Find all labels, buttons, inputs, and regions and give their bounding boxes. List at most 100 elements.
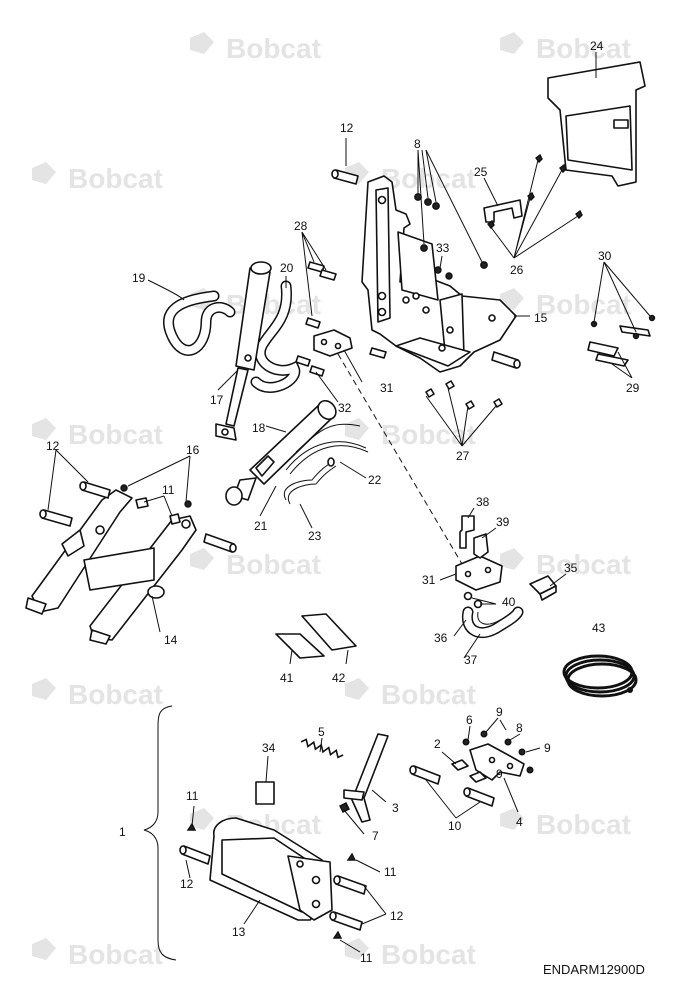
watermark-logo: Bobcat: [32, 938, 163, 970]
callout-17: 17: [210, 393, 224, 407]
part-36-37-hoses: [461, 606, 524, 638]
svg-text:Bobcat: Bobcat: [536, 809, 631, 840]
part-23-hose: [283, 457, 337, 505]
callout-9: 9: [496, 705, 503, 719]
part-27-screws: [425, 380, 503, 410]
part-10-pins: [409, 765, 495, 807]
part-12-pins-lower: [179, 845, 367, 931]
part-12-pins-left: [39, 481, 237, 553]
callout-33: 33: [436, 241, 450, 255]
callout-10: 10: [448, 819, 462, 833]
callout-12: 12: [46, 439, 60, 453]
part-5-spring: [300, 738, 344, 759]
dashed-reference-line: [337, 353, 463, 565]
watermark-logo: Bobcat: [345, 678, 476, 710]
svg-text:Bobcat: Bobcat: [381, 419, 476, 450]
part-40-washers: [463, 591, 483, 609]
assembly-1-brace: [143, 705, 177, 961]
callout-27: 27: [456, 449, 470, 463]
part-12-pin-top: [331, 169, 359, 185]
callout-11: 11: [360, 951, 373, 965]
part-28-bolts: [305, 261, 337, 329]
callout-25: 25: [474, 165, 488, 179]
callout-35: 35: [564, 561, 578, 575]
part-15-mount-frame: [361, 175, 517, 373]
leader-lines: [47, 52, 651, 953]
callout-28: 28: [294, 219, 308, 233]
callout-19: 19: [132, 271, 146, 285]
part-19-hose: [163, 290, 236, 356]
svg-text:Bobcat: Bobcat: [381, 679, 476, 710]
watermark-logo: Bobcat: [32, 418, 163, 450]
callout-12: 12: [180, 877, 194, 891]
callout-18: 18: [252, 421, 266, 435]
part-3-lever: [343, 733, 389, 823]
svg-text:Bobcat: Bobcat: [226, 33, 321, 64]
part-bolts-31: [295, 347, 387, 377]
callout-14: 14: [164, 633, 178, 647]
part-11-fittings: [135, 497, 181, 525]
part-20-hose: [250, 280, 301, 393]
callout-36: 36: [434, 631, 448, 645]
svg-text:Bobcat: Bobcat: [68, 679, 163, 710]
part-33-nut: [434, 266, 442, 274]
watermark-logo: Bobcat: [500, 548, 631, 580]
callout-11: 11: [162, 483, 175, 497]
callout-32: 32: [338, 401, 352, 415]
callout-40: 40: [502, 595, 516, 609]
callout-11: 11: [384, 865, 397, 879]
callout-7: 7: [372, 829, 379, 843]
part-41-strip: [275, 633, 325, 659]
part-35-block: [529, 575, 557, 601]
callout-11: 11: [186, 789, 199, 803]
part-17-cylinder: [215, 261, 272, 441]
callout-26: 26: [510, 263, 524, 277]
part-7-screw: [339, 802, 350, 813]
watermark-logo: Bobcat: [345, 418, 476, 450]
callout-38: 38: [476, 495, 490, 509]
callout-labels: 1 2 3 4 5 6 7 8 8 9 9 9 10 11 11 11 11 1…: [46, 39, 640, 965]
callout-39: 39: [496, 515, 510, 529]
svg-text:Bobcat: Bobcat: [536, 549, 631, 580]
callout-9: 9: [544, 741, 551, 755]
part-31-plate-upper: [313, 329, 353, 357]
part-6-9-8-hardware: [462, 730, 534, 774]
callout-4: 4: [516, 815, 523, 829]
watermark-logo: Bobcat: [190, 548, 321, 580]
callout-8: 8: [516, 721, 523, 735]
svg-text:Bobcat: Bobcat: [68, 419, 163, 450]
callout-34: 34: [262, 741, 276, 755]
watermark-logo: Bobcat: [345, 162, 476, 194]
svg-text:Bobcat: Bobcat: [536, 289, 631, 320]
watermark-logo: Bobcat: [32, 162, 163, 194]
part-31-plate-lower: [455, 555, 503, 591]
svg-text:Bobcat: Bobcat: [381, 163, 476, 194]
part-38-fitting: [459, 515, 475, 549]
part-11-grease-fittings: [186, 822, 357, 939]
part-8-nuts: [414, 193, 488, 269]
callout-8: 8: [414, 137, 421, 151]
callout-15: 15: [534, 311, 548, 325]
callout-2: 2: [434, 737, 441, 751]
callout-13: 13: [232, 925, 246, 939]
callout-1: 1: [119, 825, 126, 839]
callout-16: 16: [186, 443, 200, 457]
callout-31: 31: [422, 573, 436, 587]
drawing-code: ENDARM12900D: [543, 962, 645, 977]
callout-5: 5: [318, 725, 325, 739]
part-39-fitting: [473, 533, 489, 559]
part-18-cylinder: [225, 399, 337, 506]
part-33-nut: [445, 272, 453, 280]
callout-9: 9: [496, 767, 503, 781]
callout-21: 21: [254, 519, 268, 533]
watermark-logo: Bobcat: [500, 288, 631, 320]
callout-41: 41: [280, 671, 294, 685]
watermark-layer: Bobcat Bobcat Bobcat Bobcat Bobcat Bobca…: [32, 32, 631, 970]
svg-text:Bobcat: Bobcat: [68, 939, 163, 970]
callout-43: 43: [592, 621, 606, 635]
callout-30: 30: [598, 249, 612, 263]
callout-23: 23: [308, 529, 322, 543]
callout-12: 12: [390, 909, 404, 923]
svg-text:Bobcat: Bobcat: [226, 549, 321, 580]
callout-29: 29: [626, 381, 640, 395]
